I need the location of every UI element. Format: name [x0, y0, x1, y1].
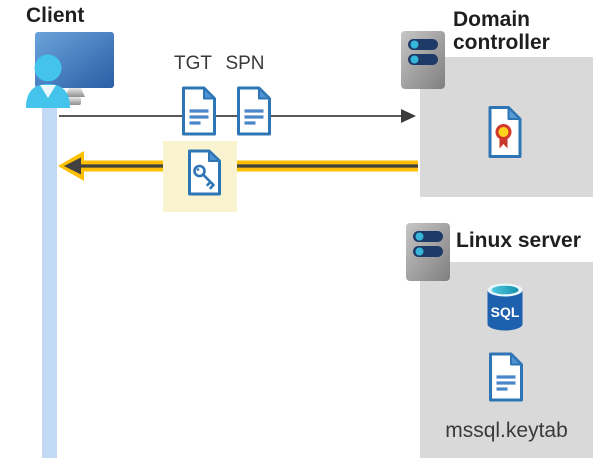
service-ticket-highlight [163, 141, 237, 212]
linux-server-title: Linux server [456, 229, 581, 252]
keytab-file-icon [489, 352, 523, 402]
response-arrow [58, 151, 418, 181]
spn-label: SPN [225, 53, 265, 74]
domain-controller-box [420, 57, 593, 197]
user-icon [26, 54, 70, 108]
key-ticket-icon [188, 149, 221, 196]
sql-database-icon: SQL [487, 283, 523, 331]
linux-server-box: SQL mssql.keytab [420, 262, 593, 458]
client-lifeline-bar [42, 96, 57, 458]
linux-server-server-icon [406, 223, 450, 281]
tgt-label: TGT [174, 53, 212, 74]
domain-controller-title: Domain controller [453, 8, 550, 54]
client-workstation-icon [26, 32, 114, 108]
certificate-icon [488, 106, 522, 158]
tgt-ticket-icon [182, 86, 216, 136]
keytab-file-label: mssql.keytab [445, 419, 568, 442]
domain-controller-server-icon [401, 31, 445, 89]
spn-ticket-icon [237, 86, 271, 136]
sql-text: SQL [491, 304, 520, 320]
client-label: Client [26, 4, 85, 27]
